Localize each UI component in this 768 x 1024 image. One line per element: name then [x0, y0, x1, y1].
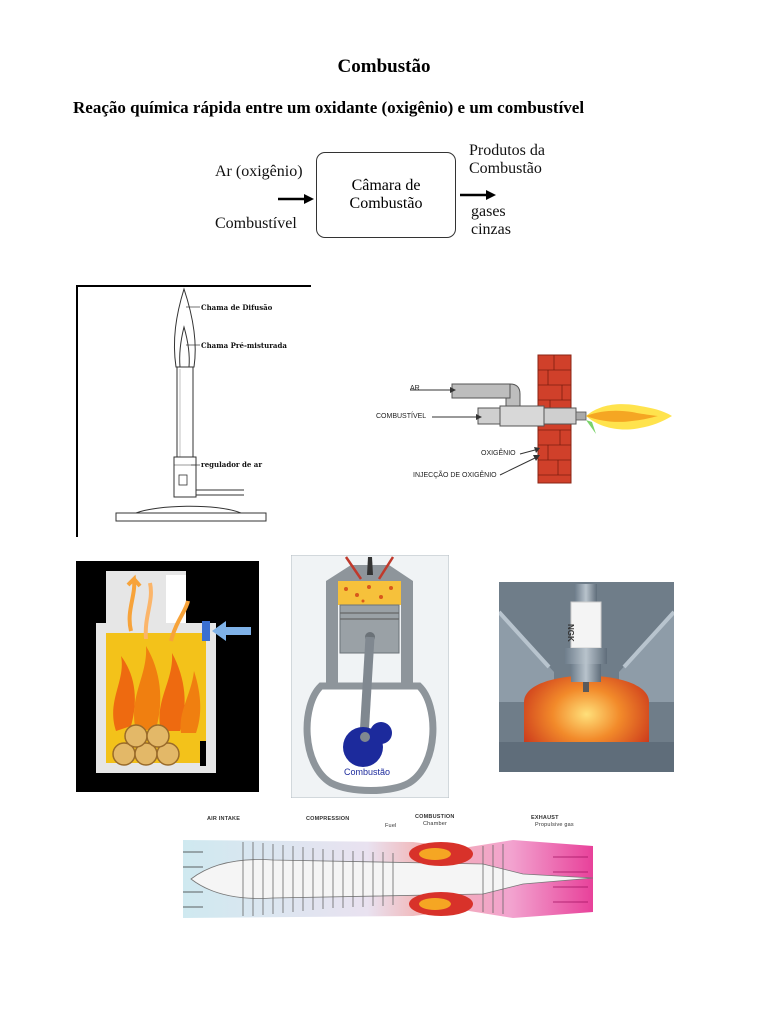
label-diffusion-flame: Chama de Difusão — [201, 303, 273, 312]
bunsen-burner-figure: Chama de Difusão Chama Pré-misturada reg… — [76, 285, 311, 537]
label-air: AR — [410, 385, 420, 392]
wood-stove-drawing — [76, 561, 259, 792]
jet-label-combustion-sub: Chamber — [423, 821, 448, 827]
page-subtitle: Reação química rápida entre um oxidante … — [73, 98, 585, 117]
chamber-label-line2: Combustão — [349, 195, 423, 212]
spark-plug-drawing — [499, 582, 674, 772]
industrial-burner-drawing — [410, 354, 672, 484]
chamber-label-line1: Câmara de — [351, 177, 421, 194]
piston-engine-drawing — [291, 555, 449, 798]
jet-label-exhaust-sub: Propulsive gas — [535, 822, 574, 828]
label-air-regulator: regulador de ar — [201, 460, 263, 469]
engine-combustion-label: Combustão — [344, 767, 391, 777]
jet-label-intake: AIR INTAKE — [207, 816, 241, 822]
input-air-label: Ar (oxigênio) — [215, 163, 303, 180]
label-fuel: COMBUSTÍVEL — [376, 413, 427, 420]
spark-plug-figure: NGK — [499, 582, 674, 772]
output-arrow-icon — [460, 190, 496, 200]
label-oxygen-injection: INJECÇÃO DE OXIGÊNIO — [413, 472, 497, 479]
jet-label-fuel: Fuel — [385, 823, 397, 829]
piston-engine-figure: Combustão — [291, 555, 449, 798]
spark-plug-brand: NGK — [566, 624, 575, 642]
input-fuel-label: Combustível — [215, 215, 297, 232]
label-oxygen: OXIGÊNIO — [481, 450, 516, 457]
jet-label-combustion: COMBUSTION — [415, 814, 455, 820]
products-ashes-label: cinzas — [471, 221, 511, 238]
products-label-line1: Produtos da — [469, 142, 545, 159]
combustion-chamber-box: Câmara de Combustão — [316, 152, 456, 238]
jet-engine-figure: AIR INTAKE COMPRESSION COMBUSTION Chambe… — [183, 812, 603, 946]
input-arrow-icon — [278, 194, 314, 204]
jet-label-compression: COMPRESSION — [306, 816, 350, 822]
industrial-burner-figure: AR COMBUSTÍVEL OXIGÊNIO INJECÇÃO DE OXIG… — [370, 350, 680, 490]
label-premixed-flame: Chama Pré-misturada — [201, 341, 287, 350]
products-gases-label: gases — [471, 203, 506, 220]
wood-stove-figure — [76, 561, 259, 792]
bunsen-burner-drawing — [76, 285, 311, 537]
jet-label-exhaust: EXHAUST — [531, 815, 559, 821]
page-title: Combustão — [337, 56, 431, 77]
jet-engine-drawing — [183, 840, 594, 918]
products-label-line2: Combustão — [469, 160, 542, 177]
